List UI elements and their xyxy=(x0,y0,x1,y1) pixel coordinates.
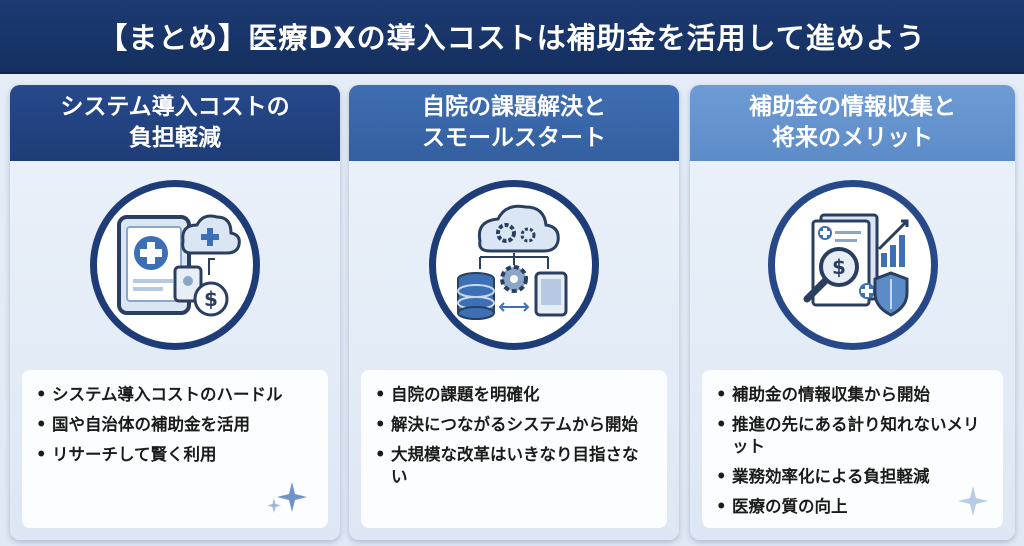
page-title: 【まとめ】医療DXの導入コストは補助金を活用して進めよう xyxy=(98,21,926,55)
list-item: 補助金の情報収集から開始 xyxy=(716,384,989,406)
card-heading: 補助金の情報収集と 将来のメリット xyxy=(690,85,1015,161)
card-heading: システム導入コストの 負担軽減 xyxy=(10,85,340,161)
list-item: リサーチして賢く利用 xyxy=(36,444,314,466)
sparkle-icon xyxy=(267,482,307,513)
header-bar: 【まとめ】医療DXの導入コストは補助金を活用して進めよう xyxy=(0,0,1024,74)
bullet-list-box: システム導入コストのハードル 国や自治体の補助金を活用 リサーチして賢く利用 xyxy=(22,370,328,528)
card-subsidy-benefits: 補助金の情報収集と 将来のメリット $ xyxy=(690,85,1015,540)
list-item: 国や自治体の補助金を活用 xyxy=(36,414,314,436)
list-item: 自院の課題を明確化 xyxy=(375,384,653,406)
cloud-gear-database-icon xyxy=(429,180,599,350)
list-item: 業務効率化による負担軽減 xyxy=(716,466,989,488)
card-heading-line: 将来のメリット xyxy=(772,125,933,151)
card-heading-line: スモールスタート xyxy=(422,125,606,151)
card-heading: 自院の課題解決と スモールスタート xyxy=(349,85,679,161)
list-item: システム導入コストのハードル xyxy=(36,384,314,406)
svg-text:$: $ xyxy=(832,255,846,279)
list-item: 医療の質の向上 xyxy=(716,496,989,518)
card-heading-line: 負担軽減 xyxy=(129,125,221,151)
sparkle-icon xyxy=(958,486,988,516)
card-cost-reduction: システム導入コストの 負担軽減 $ システム導入 xyxy=(10,85,340,540)
bullet-list-box: 自院の課題を明確化 解決につながるシステムから開始 大規模な改革はいきなり目指さ… xyxy=(361,370,667,528)
card-heading-line: 自院の課題解決と xyxy=(422,94,606,120)
card-heading-line: 補助金の情報収集と xyxy=(749,94,956,120)
bullet-list-box: 補助金の情報収集から開始 推進の先にある計り知れないメリット 業務効率化による負… xyxy=(702,370,1003,528)
card-small-start: 自院の課題解決と スモールスタート xyxy=(349,85,679,540)
list-item: 解決につながるシステムから開始 xyxy=(375,414,653,436)
tablet-cloud-dollar-icon: $ xyxy=(90,180,260,350)
list-item: 大規模な改革はいきなり目指さない xyxy=(375,444,653,488)
list-item: 推進の先にある計り知れないメリット xyxy=(716,414,989,458)
card-heading-line: システム導入コストの xyxy=(60,94,290,120)
document-magnifier-chart-icon: $ xyxy=(767,180,938,350)
svg-text:$: $ xyxy=(204,287,218,311)
